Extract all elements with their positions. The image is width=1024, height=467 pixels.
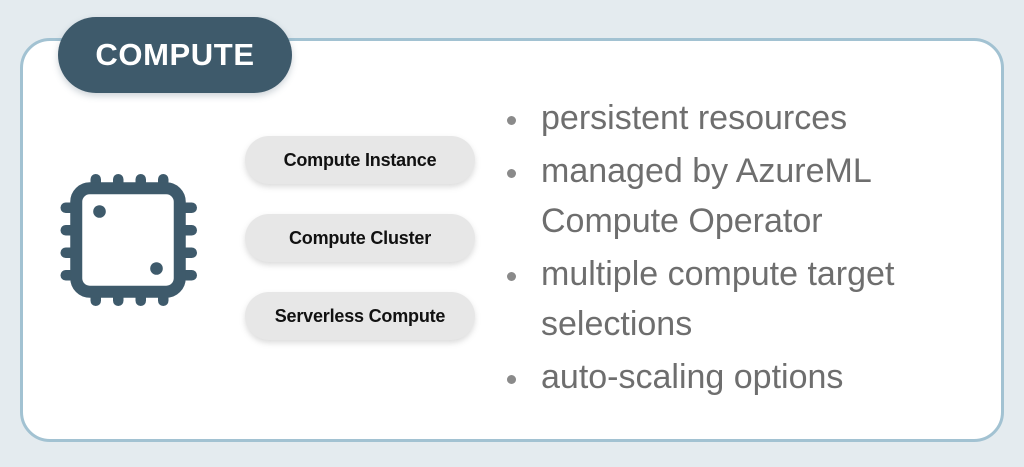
bullet-dot-icon xyxy=(507,168,516,178)
bullet-column: persistent resources managed by AzureML … xyxy=(485,38,1004,406)
compute-section-badge: COMPUTE xyxy=(58,17,292,93)
card-content: Compute Instance Compute Cluster Serverl… xyxy=(20,38,1004,442)
pill-label: Compute Instance xyxy=(283,149,437,170)
icon-column xyxy=(20,38,235,442)
compute-type-pill-compute-instance[interactable]: Compute Instance xyxy=(245,136,475,184)
compute-type-pill-serverless-compute[interactable]: Serverless Compute xyxy=(245,292,475,340)
list-item-label: auto-scaling options xyxy=(541,357,844,396)
cpu-chip-icon xyxy=(60,174,197,306)
list-item-label: persistent resources xyxy=(541,99,848,137)
list-item: managed by AzureML Compute Operator xyxy=(499,147,941,247)
compute-type-pill-compute-cluster[interactable]: Compute Cluster xyxy=(245,214,475,262)
list-item-label: multiple compute target selections xyxy=(541,254,895,343)
bullet-dot-icon xyxy=(507,271,516,281)
list-item: multiple compute target selections xyxy=(499,250,941,350)
compute-feature-list: persistent resources managed by AzureML … xyxy=(499,94,1004,403)
pill-label: Compute Cluster xyxy=(288,227,431,248)
pill-label: Serverless Compute xyxy=(274,305,446,326)
bullet-dot-icon xyxy=(507,374,516,384)
list-item: auto-scaling options xyxy=(499,353,941,403)
compute-section-title: COMPUTE xyxy=(95,37,255,72)
list-item-label: managed by AzureML Compute Operator xyxy=(541,151,871,240)
list-item: persistent resources xyxy=(499,94,941,144)
bullet-dot-icon xyxy=(507,116,516,125)
compute-type-list: Compute Instance Compute Cluster Serverl… xyxy=(235,38,485,340)
